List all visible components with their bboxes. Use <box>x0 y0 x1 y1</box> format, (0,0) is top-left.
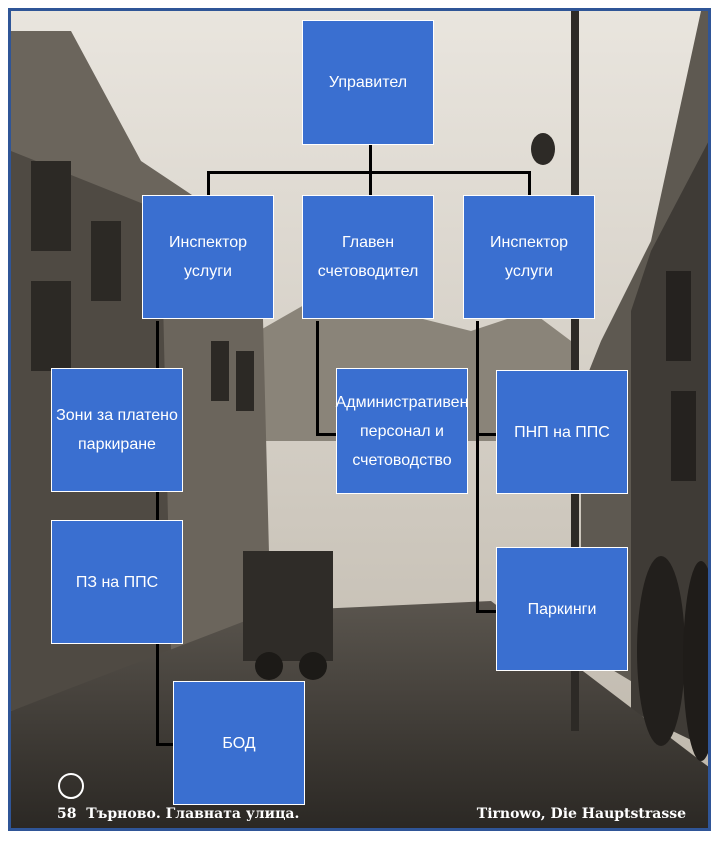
box-parkings: Паркинги <box>496 547 628 671</box>
connector-drop-left <box>207 171 210 195</box>
connector-drop-right <box>528 171 531 195</box>
connector-manager-down <box>369 143 372 173</box>
box-paid-parking-zones: Зони за платено паркиране <box>51 368 183 492</box>
box-bod: БОД <box>173 681 305 805</box>
connector-right-to-parkings <box>476 610 498 613</box>
box-admin-staff: Административен персонал и счетоводство <box>336 368 468 494</box>
diagram-frame: Управител Инспектор услуги Главен счетов… <box>8 8 711 831</box>
photo-caption-right: Tirnowo, Die Hauptstrasse <box>476 806 686 822</box>
box-pnp-pps: ПНП на ППС <box>496 370 628 494</box>
connector-drop-center <box>369 171 372 195</box>
box-inspector-right: Инспектор услуги <box>463 195 595 319</box>
connector-center-vertical <box>316 321 319 436</box>
connector-right-to-pnp <box>476 433 498 436</box>
connector-center-to-admin <box>316 433 338 436</box>
box-manager: Управител <box>302 20 434 145</box>
photo-caption-left: 58 Търново. Главната улица. <box>57 806 300 822</box>
box-pz-pps: ПЗ на ППС <box>51 520 183 644</box>
connector-left-to-bod <box>156 743 176 746</box>
connector-right-vertical <box>476 321 479 613</box>
box-inspector-left: Инспектор услуги <box>142 195 274 319</box>
box-chief-accountant: Главен счетоводител <box>302 195 434 319</box>
